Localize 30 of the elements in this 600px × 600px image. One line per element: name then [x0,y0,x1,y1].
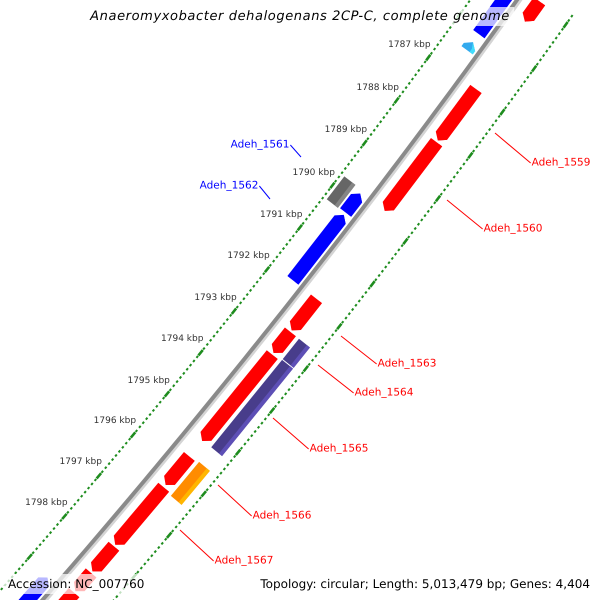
gene-label: Adeh_1566 [252,510,312,522]
tick-label: 1798 kbp [25,498,68,509]
leader-line [340,336,378,364]
tick-label: 1794 kbp [161,335,204,346]
tick-label: 1796 kbp [94,418,136,428]
gene-label: Adeh_1563 [378,358,436,370]
tick-label: 1793 kbp [194,294,237,304]
tick-label: 1788 kbp [356,84,399,94]
leader-line [180,530,214,562]
gene-label: Adeh_1567 [214,554,274,568]
leader-line [218,484,252,516]
tick-label: 1792 kbp [227,252,270,262]
gene-label: Adeh_1564 [354,386,414,400]
leader-line [318,364,354,394]
leader-line [494,132,532,164]
leader-line [290,144,302,158]
gene-label: Adeh_1565 [310,442,368,456]
gene-label: Adeh_1559 [532,156,590,170]
leader-line [272,418,310,450]
leader-line [258,186,270,200]
leader-line [446,200,484,230]
tick-label: 1797 kbp [60,458,102,468]
gene-label: Adeh_1561 [230,138,290,152]
gene-label: Adeh_1562 [200,180,258,192]
tick-label: 1791 kbp [260,210,302,221]
tick-label: 1789 kbp [324,126,368,136]
gene-label: Adeh_1560 [484,222,542,236]
tick-label: 1787 kbp [388,41,431,52]
tick-label: 1795 kbp [127,376,170,386]
tick-label: 1790 kbp [292,168,335,179]
